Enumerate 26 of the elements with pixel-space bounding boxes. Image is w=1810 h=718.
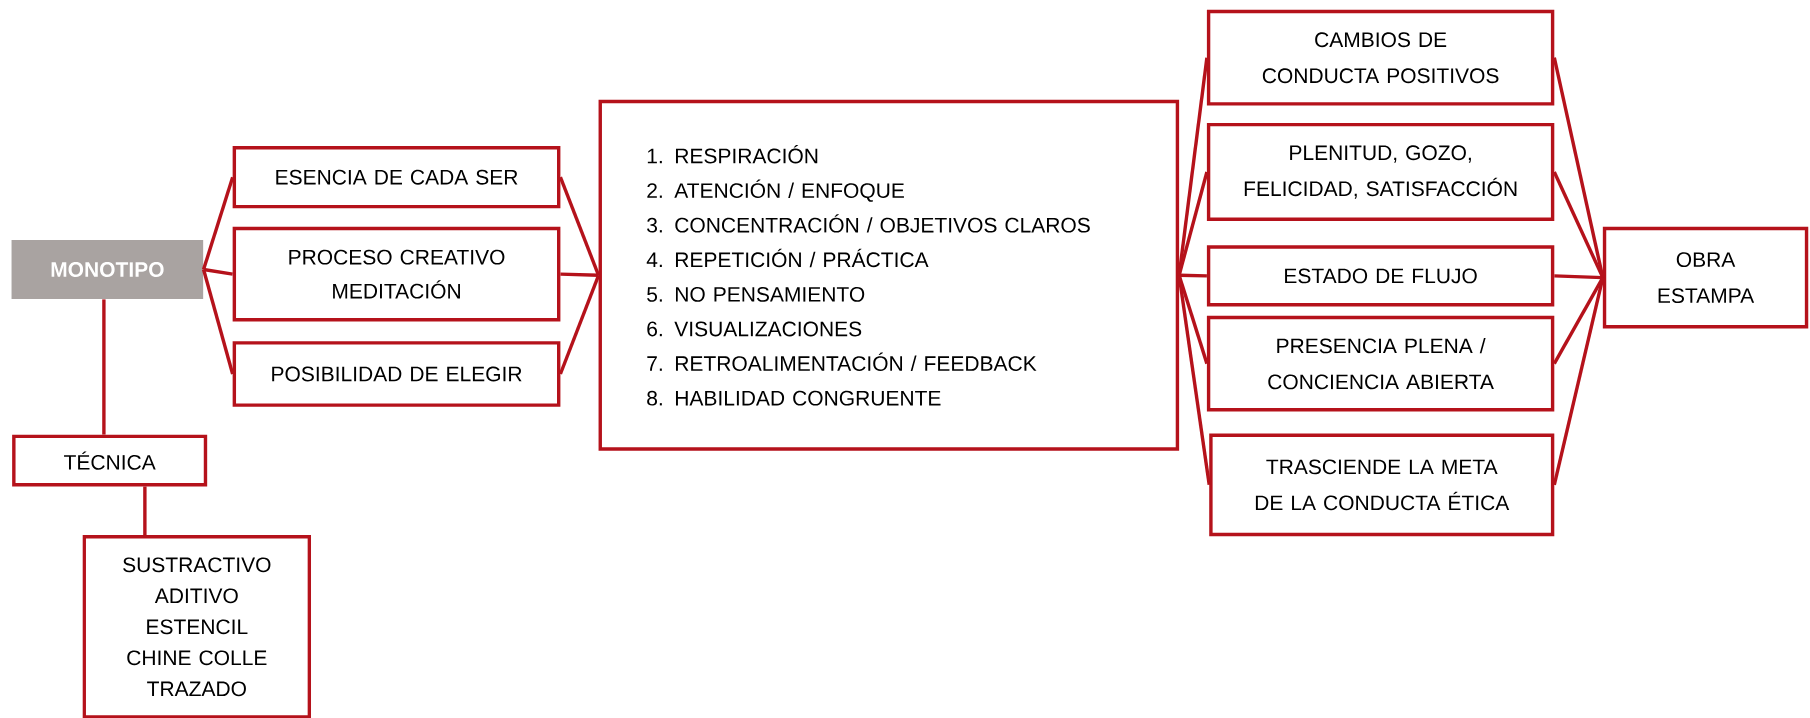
connector-line <box>560 272 599 277</box>
connector-line <box>1177 275 1211 486</box>
connector-line <box>143 486 147 536</box>
concept-box: ESTADO DE FLUJO <box>1206 245 1555 307</box>
connector-line <box>1179 273 1207 278</box>
concept-box: PROCESO CREATIVO MEDITACIÓN <box>232 226 561 322</box>
concept-box: PRESENCIA PLENA / CONCIENCIA ABIERTA <box>1206 315 1555 412</box>
connector-line <box>1554 274 1603 280</box>
connector-line <box>1177 57 1209 276</box>
numbered-list-box: 1. RESPIRACIÓN 2. ATENCIÓN / ENFOQUE 3. CONCENTRACIÓN / OBJETIVOS CLAROS 4. REPETICIÓN / PRÁCTICA 5. NO PENSAMIENTO 6. VISUALIZACIONES 7. RETROALIMENTACIÓN / FEEDBACK 8. HABILIDAD CONGRUENTE <box>598 99 1180 451</box>
concept-box: CAMBIOS DE CONDUCTA POSITIVOS <box>1206 9 1555 106</box>
concept-box: ESENCIA DE CADA SER <box>232 146 561 209</box>
concept-box: TÉCNICA <box>12 434 208 487</box>
concept-box: PLENITUD, GOZO, FELICIDAD, SATISFACCIÓN <box>1206 122 1555 221</box>
concept-box: OBRA ESTAMPA <box>1602 226 1809 329</box>
concept-box: POSIBILIDAD DE ELEGIR <box>232 341 561 407</box>
concept-box: TRASCIENDE LA META DE LA CONDUCTA ÉTICA <box>1209 433 1555 537</box>
connector-line <box>1552 57 1605 278</box>
connector-line <box>558 176 601 276</box>
connector-line <box>201 269 235 375</box>
root-box: MONOTIPO <box>11 240 204 299</box>
connector-line <box>201 176 235 271</box>
connector-line <box>102 299 106 435</box>
connector-line <box>203 267 233 276</box>
connector-line <box>558 274 601 375</box>
concept-box: SUSTRACTIVO ADITIVO ESTENCIL CHINE COLLE TRAZADO <box>82 535 312 718</box>
